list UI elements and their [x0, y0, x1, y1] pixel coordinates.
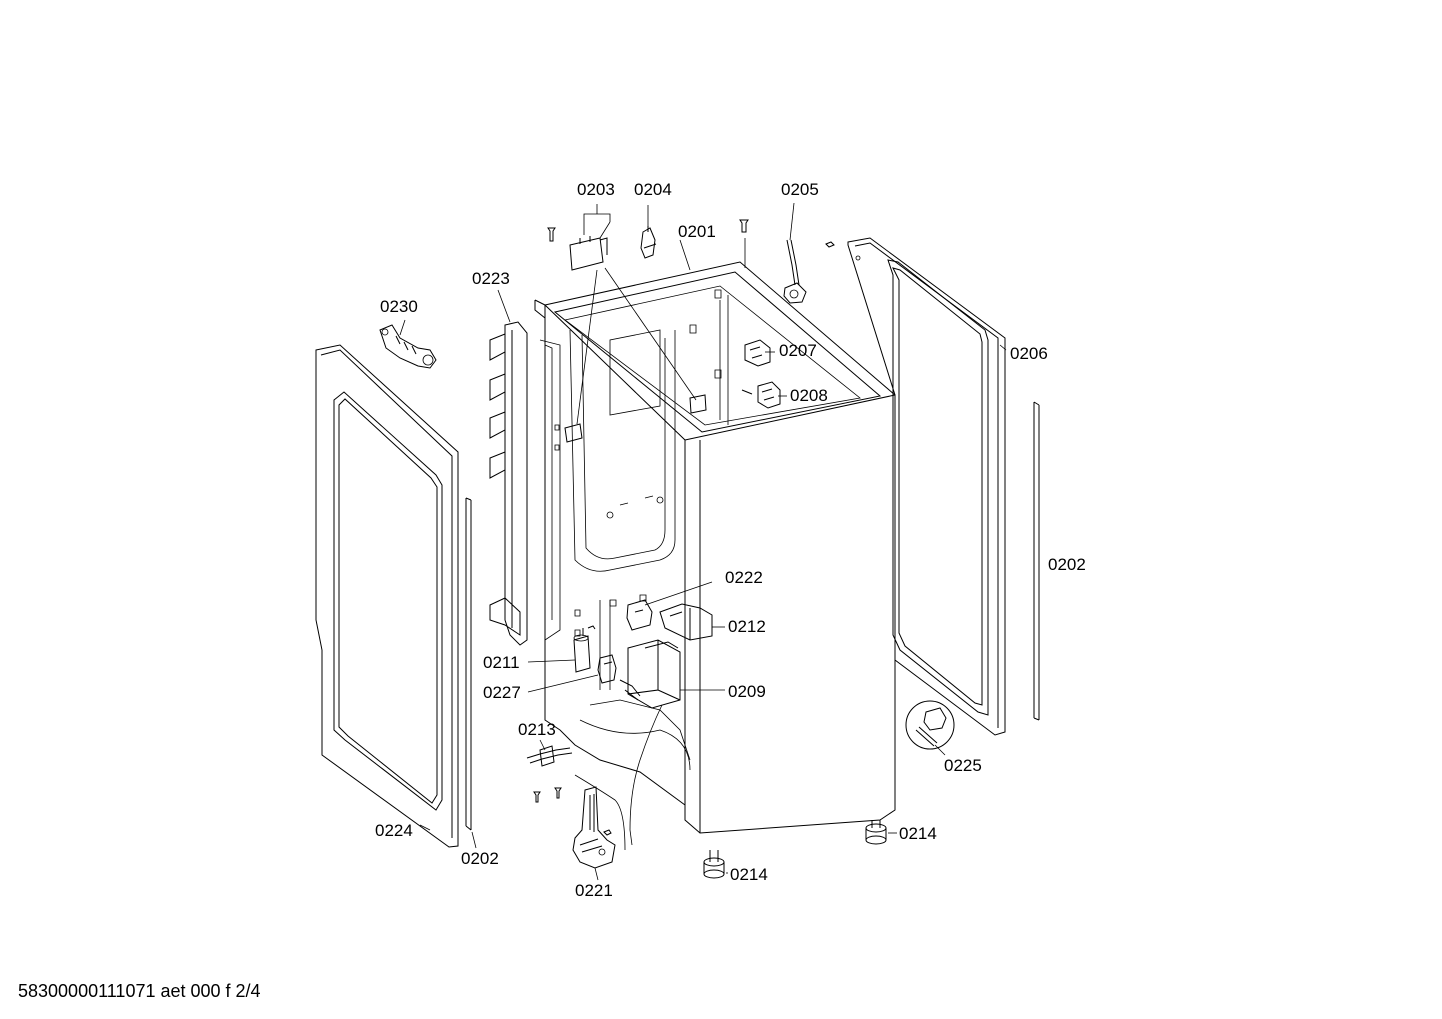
cables [574, 704, 663, 851]
label-0207: 0207 [779, 341, 817, 360]
label-0221: 0221 [575, 881, 613, 900]
left-seal-0202 [465, 497, 472, 831]
part-0225-lamp [905, 700, 955, 750]
label-0209: 0209 [728, 682, 766, 701]
right-seal-0202 [1033, 401, 1040, 721]
part-0214-foot-right [865, 820, 887, 845]
part-0209-module [619, 639, 681, 709]
cabinet-0201 [534, 261, 896, 834]
side-rail-0223 [489, 321, 528, 646]
part-0207-clamp [744, 339, 771, 367]
label-0214-bottom: 0214 [730, 865, 768, 884]
label-0202-left: 0202 [461, 849, 499, 868]
leader-lines [399, 202, 1007, 881]
label-0213: 0213 [518, 720, 556, 739]
part-0221-hinge-assembly [572, 786, 616, 869]
label-0208: 0208 [790, 386, 828, 405]
label-0204: 0204 [634, 180, 672, 199]
label-0203: 0203 [577, 180, 615, 199]
part-0205-hose [783, 239, 807, 304]
screws [533, 219, 835, 836]
label-0214-right: 0214 [899, 824, 937, 843]
label-0230: 0230 [380, 297, 418, 316]
rear-panel-0206 [847, 237, 1006, 736]
label-0222: 0222 [725, 568, 763, 587]
label-0201: 0201 [678, 222, 716, 241]
part-0204-clip [640, 226, 657, 259]
label-0223: 0223 [472, 269, 510, 288]
label-0211: 0211 [483, 653, 520, 672]
label-0202-right: 0202 [1048, 555, 1086, 574]
part-0212-block [659, 603, 713, 641]
document-reference-footer: 58300000111071 aet 000 f 2/4 [18, 981, 261, 1001]
part-0214-foot-bottom [703, 850, 725, 879]
part-0222-switch [626, 599, 653, 631]
label-0227: 0227 [483, 683, 521, 702]
label-0212: 0212 [728, 617, 766, 636]
label-0206: 0206 [1010, 344, 1048, 363]
label-0205: 0205 [781, 180, 819, 199]
part-0213-bar [526, 745, 573, 767]
left-side-panel-0224 [315, 344, 459, 848]
part-0203-bracket [564, 236, 707, 443]
label-0225: 0225 [944, 756, 982, 775]
part-0230-lock [379, 324, 437, 369]
part-0227-connector [597, 654, 617, 684]
part-0211-capacitor [573, 625, 596, 673]
label-0224: 0224 [375, 821, 413, 840]
part-0208-clamp [741, 381, 781, 409]
